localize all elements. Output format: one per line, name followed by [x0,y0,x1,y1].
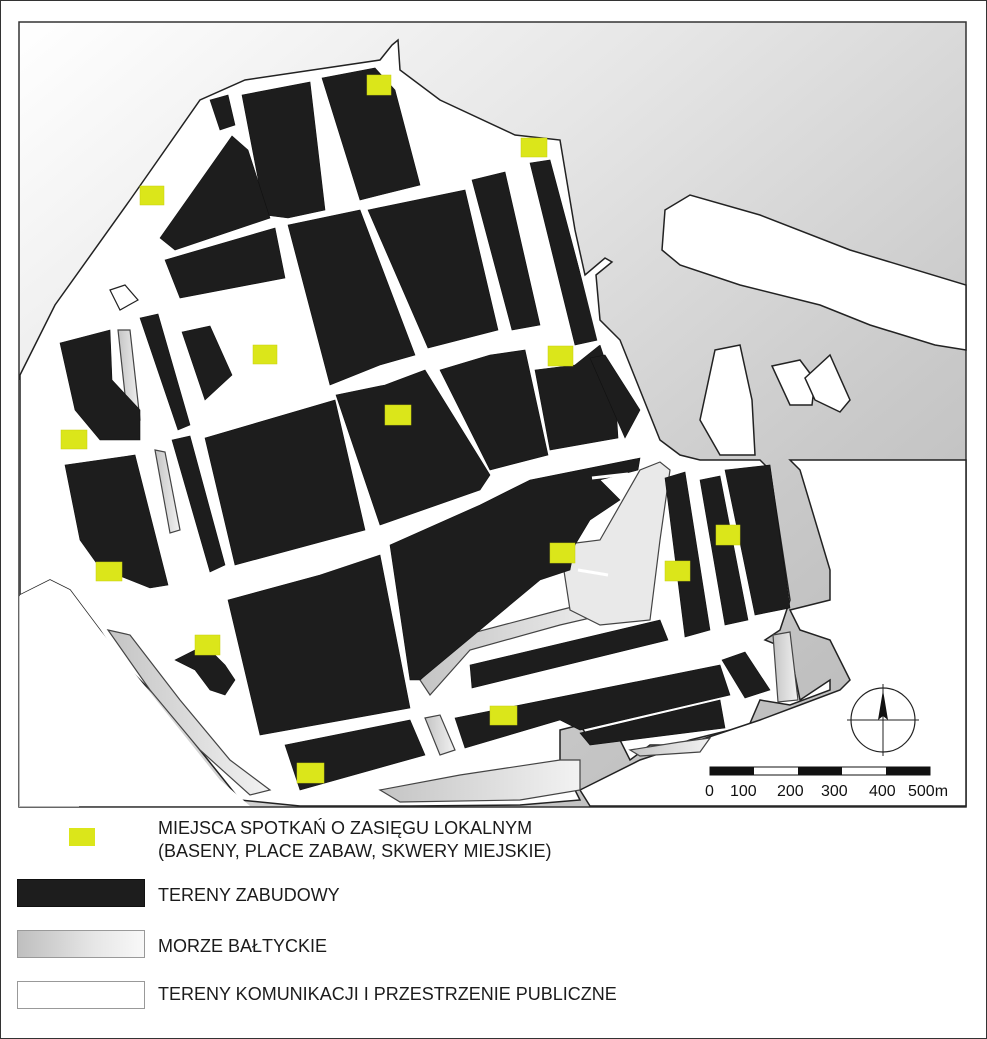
legend-swatch-meeting-place [69,828,95,846]
legend-label-sea: MORZE BAŁTYCKIE [158,936,328,956]
meeting-place-markers [60,74,741,784]
scale-label: 300 [821,783,848,800]
scale-bar-labels: 0 100 200 300 400 500m [705,783,948,800]
meeting-place-marker [664,560,691,582]
meeting-place-marker [489,705,518,726]
legend-swatch-built-up [17,879,145,907]
meeting-place-marker [384,404,412,426]
meeting-place-marker [549,542,576,564]
map: 0 100 200 300 400 500m [18,21,967,808]
meeting-place-marker [60,429,88,450]
gray-piers [106,329,799,803]
small-pond [109,284,139,311]
scale-label: 100 [730,783,757,800]
legend-label-built-up: TERENY ZABUDOWY [158,885,340,905]
legend-label-meeting-places-2: (BASENY, PLACE ZABAW, SKWERY MIEJSKIE) [158,841,552,861]
scale-bar [709,766,931,776]
meeting-place-marker [139,185,165,206]
meeting-place-marker [547,345,574,367]
legend-label-public-space: TERENY KOMUNIKACJI I PRZESTRZENIE PUBLIC… [158,984,617,1004]
legend-label-meeting-places-1: MIEJSCA SPOTKAŃ O ZASIĘGU LOKALNYM [158,818,533,838]
compass-rose-icon [847,684,919,756]
meeting-place-marker [194,634,221,656]
meeting-place-marker [95,561,123,582]
built-up-blocks [59,67,791,791]
legend-swatch-public-space [17,981,145,1009]
scale-label: 0 [705,783,714,800]
meeting-place-marker [252,344,278,365]
scale-label: 400 [869,783,896,800]
meeting-place-marker [715,524,741,546]
legend-swatch-sea [17,930,145,958]
scale-label: 200 [777,783,804,800]
meeting-place-marker [520,137,548,158]
scale-label: 500m [908,783,948,800]
meeting-place-marker [296,762,325,784]
road-lines [553,164,629,577]
meeting-place-marker [366,74,392,96]
